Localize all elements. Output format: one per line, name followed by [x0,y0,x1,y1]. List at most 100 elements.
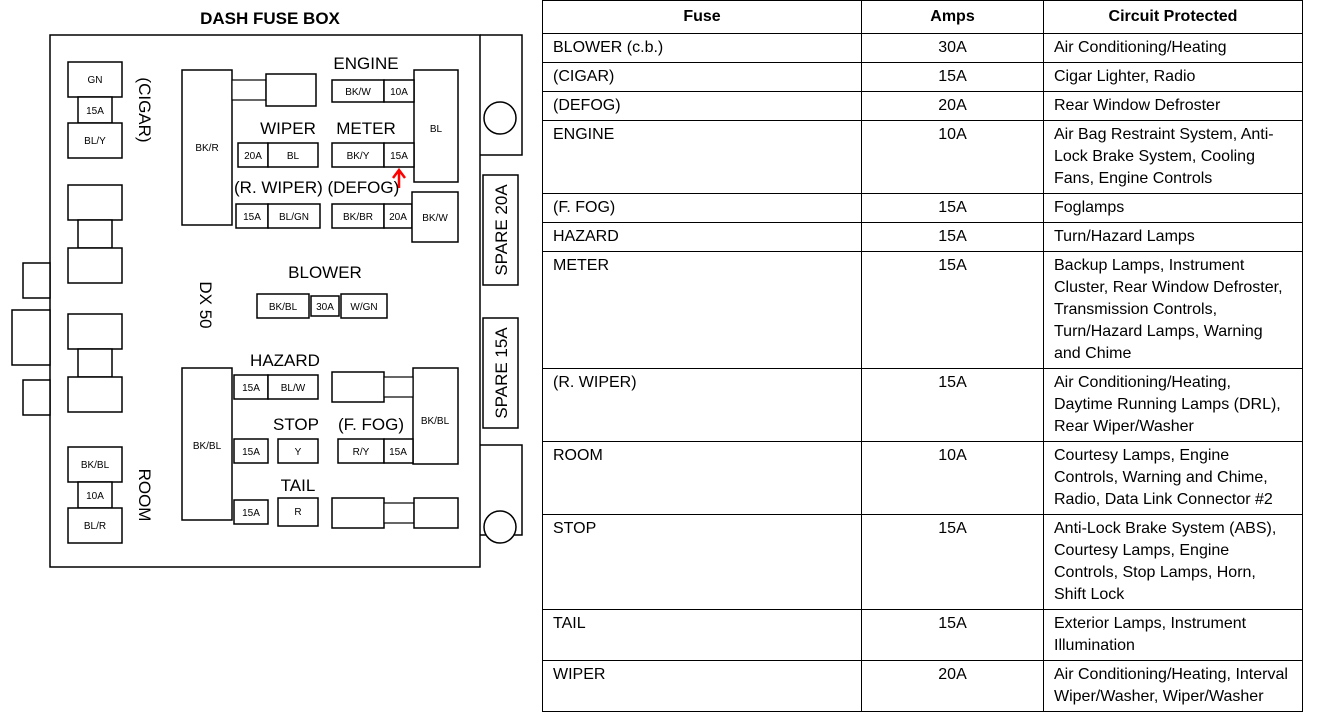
tail-wire-box [277,497,319,527]
fuse-name: ROOM [542,441,862,515]
fuse-name: (CIGAR) [542,62,862,92]
fuse-amps: 15A [861,222,1044,252]
tail-fuse [233,499,269,525]
stop-label: STOP [273,415,319,434]
table-header-row: Fuse Amps Circuit Protected [542,0,1303,34]
wire-code: BK/BR [343,212,373,223]
fuse-box-diagram: DASH FUSE BOX SPARE 20A SPARE 15A GN 15A… [11,9,523,568]
fuse-name: BLOWER (c.b.) [542,33,862,63]
left-tab-1 [22,262,51,299]
fuse-name: TAIL [542,609,862,661]
blank-fuse-slot [265,73,317,107]
fuse-rating: 15A [243,212,261,223]
circuit-protected: Anti-Lock Brake System (ABS), Courtesy L… [1043,514,1303,610]
bk-w-block [411,191,459,243]
circuit-protected: Air Conditioning/Heating, Daytime Runnin… [1043,368,1303,442]
spare-20a-label: SPARE 20A [492,184,511,276]
fuse-name: ENGINE [542,120,862,194]
fuse-amps: 10A [861,441,1044,515]
meter-label: METER [336,119,396,138]
fuse-table: Fuse Amps Circuit Protected BLOWER (c.b.… [542,0,1303,712]
engine-fuse [383,79,415,103]
cigar-label: (CIGAR) [135,77,154,142]
wire-code: Y [295,447,302,458]
wire-code: GN [88,75,103,86]
wiper-label: WIPER [260,119,316,138]
header-fuse: Fuse [542,0,862,34]
cigar-terminal-top [67,61,123,98]
stub [231,79,267,101]
blank-terminal [67,247,123,284]
wiper-fuse [237,142,269,168]
wire-code: BK/R [195,143,218,154]
fuse-amps: 15A [861,62,1044,92]
cigar-terminal-bottom [67,122,123,159]
defog-fuse [383,203,413,229]
fuse-name: (F. FOG) [542,193,862,223]
header-circuit: Circuit Protected [1043,0,1303,34]
fuse-amps: 15A [861,609,1044,661]
bl-block [413,69,459,183]
wire-code: BK/BL [81,460,110,471]
blank-terminal [67,313,123,350]
hazard-wire-box [267,374,319,400]
f-fog-fuse [383,438,414,464]
wire-code: BK/Y [347,151,370,162]
left-tab-3 [22,379,51,416]
room-label: ROOM [135,469,154,522]
fuse-rating: 15A [242,383,260,394]
fuse-amps: 15A [861,368,1044,442]
fuse-name: HAZARD [542,222,862,252]
stub [383,376,414,398]
stop-fuse [233,438,269,464]
bk-bl-left-block [181,367,233,521]
wire-code: BK/W [345,87,371,98]
fuse-rating: 20A [244,151,262,162]
fuse-rating: 15A [390,151,408,162]
bk-r-block [181,69,233,226]
wire-code: BL/GN [279,212,309,223]
wire-code: R/Y [353,447,370,458]
circuit-protected: Backup Lamps, Instrument Cluster, Rear W… [1043,251,1303,369]
blower-label: BLOWER [288,263,362,282]
circuit-protected: Cigar Lighter, Radio [1043,62,1303,92]
circuit-protected: Courtesy Lamps, Engine Controls, Warning… [1043,441,1303,515]
blank-fuse-slot [413,497,459,529]
mount-hole-top [483,101,517,135]
fuse-amps: 15A [861,193,1044,223]
cigar-fuse [77,96,113,124]
fuse-amps: 10A [861,120,1044,194]
fuse-name: METER [542,251,862,369]
wiper-wire-box [267,142,319,168]
mount-hole-bottom [483,510,517,544]
blank-fuse-slot [331,371,385,403]
circuit-protected: Air Conditioning/Heating, Interval Wiper… [1043,660,1303,712]
blank-fuse [77,219,113,249]
stub [383,502,415,524]
fuse-rating: 15A [242,508,260,519]
left-tab-2 [11,309,51,366]
engine-label: ENGINE [333,54,398,73]
fuse-amps: 20A [861,91,1044,121]
fuse-name: (R. WIPER) [542,368,862,442]
blower-wire-box-left [256,293,310,319]
wire-code: BL [430,124,443,135]
fuse-rating: 15A [389,447,407,458]
circuit-protected: Air Conditioning/Heating [1043,33,1303,63]
blank-fuse [77,348,113,378]
r-wiper-defog-label: (R. WIPER) (DEFOG) [234,178,399,197]
bk-bl-right-block [412,367,459,465]
fuse-rating: 15A [242,447,260,458]
blank-terminal [67,184,123,221]
blower-breaker [310,295,340,317]
hazard-fuse [233,374,269,400]
wire-code: BL/Y [84,136,106,147]
blank-terminal [67,376,123,413]
